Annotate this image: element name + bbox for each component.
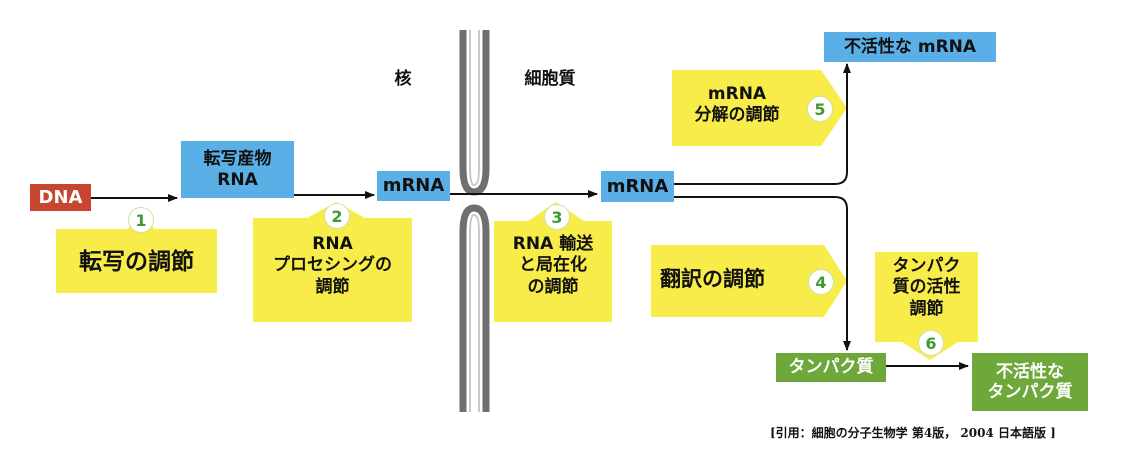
primary-transcript-line-2: RNA: [217, 169, 258, 190]
arrow-to-protein: [674, 196, 851, 351]
step-2-number: 2: [324, 203, 350, 229]
primary-transcript-box: 転写産物 RNA: [181, 141, 294, 198]
step-3-shape: [494, 202, 612, 322]
step-4-shape: [651, 245, 847, 317]
mrna-nucleus-box: mRNA: [377, 171, 450, 201]
primary-transcript-line-1: 転写産物: [203, 149, 272, 170]
mrna-cytoplasm-box: mRNA: [601, 171, 674, 202]
step-5-number: 5: [807, 96, 833, 122]
step-2-label: RNA プロセシングの 調節: [253, 234, 412, 298]
step-3-label: RNA 輸送 と局在化 の調節: [494, 234, 612, 298]
protein-label: タンパク質: [788, 357, 874, 378]
step-6-number: 6: [918, 330, 944, 356]
citation: [引用：細胞の分子生物学 第4版， 2004 日本語版 ]: [770, 426, 1056, 440]
step-2-label-line-1: RNA: [312, 234, 353, 254]
step-5-label-line-2: 分解の調節: [694, 105, 780, 126]
step-6-label-line-1: タンパク: [892, 256, 961, 276]
arrow-to-inactive-mrna: [674, 63, 851, 185]
step-5-shape: [672, 70, 847, 146]
dna-label: DNA: [38, 186, 83, 208]
protein-box: タンパク質: [776, 353, 886, 382]
step-3-number: 3: [544, 204, 570, 230]
step-1-shape: [56, 207, 217, 293]
step-4-label: 翻訳の調節: [660, 267, 765, 291]
step-6-label-line-3: 調節: [909, 298, 944, 319]
nucleus-label: 核: [394, 69, 412, 89]
step-3-label-line-1: RNA 輸送: [512, 234, 594, 254]
inactive-mrna-box: 不活性な mRNA: [824, 32, 996, 62]
mrna-cytoplasm-label: mRNA: [606, 175, 669, 197]
inactive-protein-line-2: タンパク質: [987, 382, 1073, 402]
step-6-label-line-2: 質の活性: [892, 277, 961, 298]
cytoplasm-label: 細胞質: [524, 69, 576, 89]
inactive-protein-line-1: 不活性な: [996, 361, 1064, 382]
step-1-label: 転写の調節: [79, 249, 194, 275]
step-1-number: 1: [128, 207, 154, 233]
step-6-label: タンパク 質の活性 調節: [875, 256, 978, 320]
step-2-label-line-2: プロセシングの: [273, 255, 392, 276]
mrna-nucleus-label: mRNA: [382, 175, 445, 197]
step-4-number: 4: [808, 269, 834, 295]
step-5-label: mRNA 分解の調節: [682, 84, 792, 127]
step-2-label-line-3: 調節: [315, 276, 350, 297]
inactive-protein-box: 不活性な タンパク質: [972, 353, 1088, 411]
step-2-shape: [253, 202, 412, 322]
dna-box: DNA: [30, 184, 91, 211]
step-3-label-line-2: と局在化: [519, 255, 587, 276]
inactive-mrna-label: 不活性な mRNA: [843, 36, 977, 57]
step-6-shape: [875, 252, 978, 360]
step-5-label-line-1: mRNA: [707, 84, 767, 104]
nuclear-envelope: [459, 30, 490, 412]
step-3-label-line-3: の調節: [527, 276, 579, 297]
